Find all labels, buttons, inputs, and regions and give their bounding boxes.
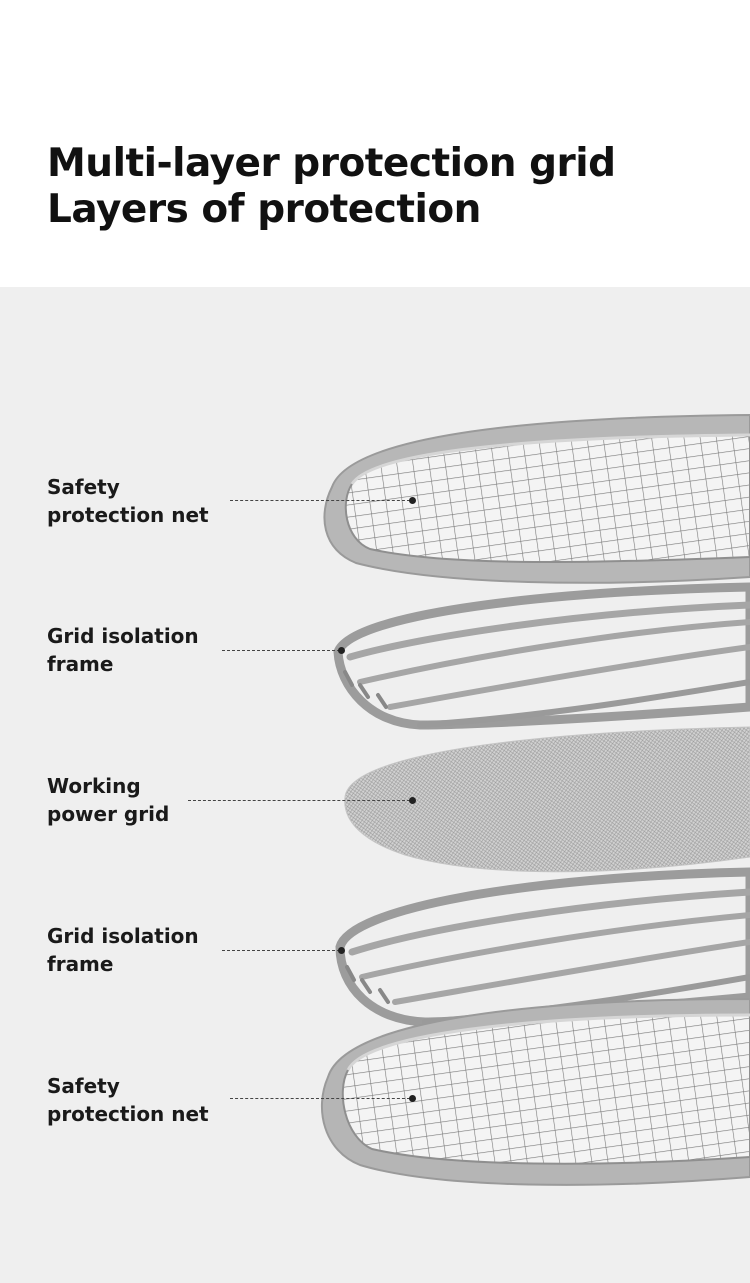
page-title-line1: Multi-layer protection grid [47, 141, 616, 186]
label-bottom-safety-net: Safety protection net [47, 1072, 209, 1128]
leader-working-power-grid [188, 800, 410, 801]
label-working-power-grid: Working power grid [47, 772, 169, 828]
label-bottom-safety-net-line2: protection net [47, 1102, 209, 1126]
leader-bottom-safety-net [230, 1098, 410, 1099]
leader-top-safety-net [230, 500, 410, 501]
bottom-safety-net [320, 997, 750, 1186]
marker-working-power-grid [409, 797, 416, 804]
label-working-power-grid-line1: Working [47, 774, 141, 798]
working-power-grid [344, 726, 750, 873]
exploded-layers-illustration [320, 413, 750, 1186]
marker-bottom-safety-net [409, 1095, 416, 1102]
label-upper-isolation-frame-line2: frame [47, 652, 114, 676]
label-upper-isolation-frame-line1: Grid isolation [47, 624, 199, 648]
label-top-safety-net-line2: protection net [47, 503, 209, 527]
marker-upper-isolation-frame [338, 647, 345, 654]
label-lower-isolation-frame: Grid isolation frame [47, 922, 199, 978]
label-lower-isolation-frame-line2: frame [47, 952, 114, 976]
label-top-safety-net-line1: Safety [47, 475, 120, 499]
top-safety-net [323, 413, 750, 584]
label-top-safety-net: Safety protection net [47, 473, 209, 529]
header: Multi-layer protection grid Layers of pr… [0, 0, 750, 287]
leader-lower-isolation-frame [222, 950, 340, 951]
marker-lower-isolation-frame [338, 947, 345, 954]
page-title-line2: Layers of protection [47, 187, 481, 232]
label-upper-isolation-frame: Grid isolation frame [47, 622, 199, 678]
exploded-view-panel: Safety protection net Grid isolation fra… [0, 287, 750, 1283]
label-lower-isolation-frame-line1: Grid isolation [47, 924, 199, 948]
upper-isolation-frame [333, 582, 750, 730]
label-working-power-grid-line2: power grid [47, 802, 170, 826]
label-bottom-safety-net-line1: Safety [47, 1074, 120, 1098]
leader-upper-isolation-frame [222, 650, 340, 651]
marker-top-safety-net [409, 497, 416, 504]
